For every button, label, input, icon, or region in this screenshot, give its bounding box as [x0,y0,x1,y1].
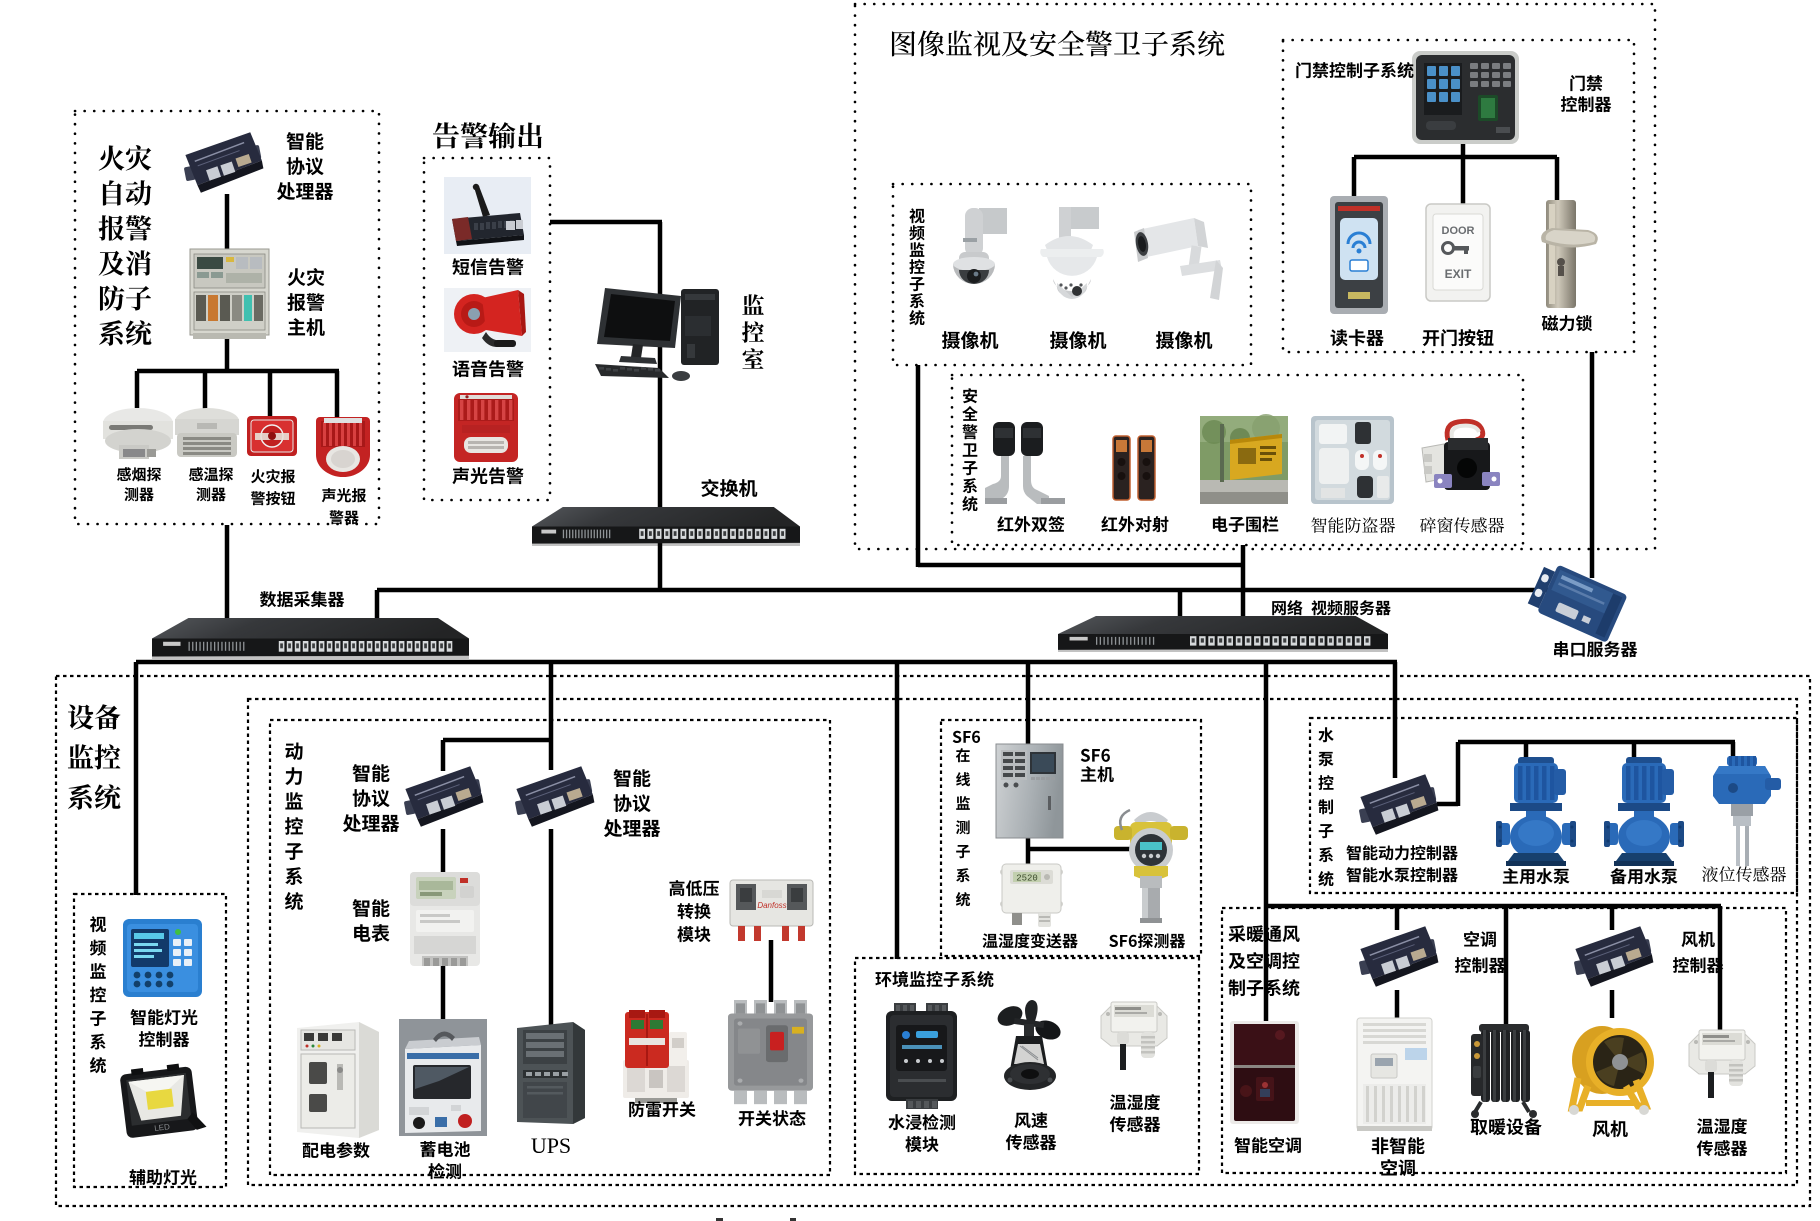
svg-text:LED: LED [154,1122,171,1133]
svg-text:EXIT: EXIT [1445,267,1472,281]
svg-text:2520: 2520 [1016,874,1038,884]
svg-text:UPS: UPS [531,1133,571,1158]
svg-text:DOOR: DOOR [1442,225,1475,237]
svg-text:Danfoss: Danfoss [757,901,786,910]
